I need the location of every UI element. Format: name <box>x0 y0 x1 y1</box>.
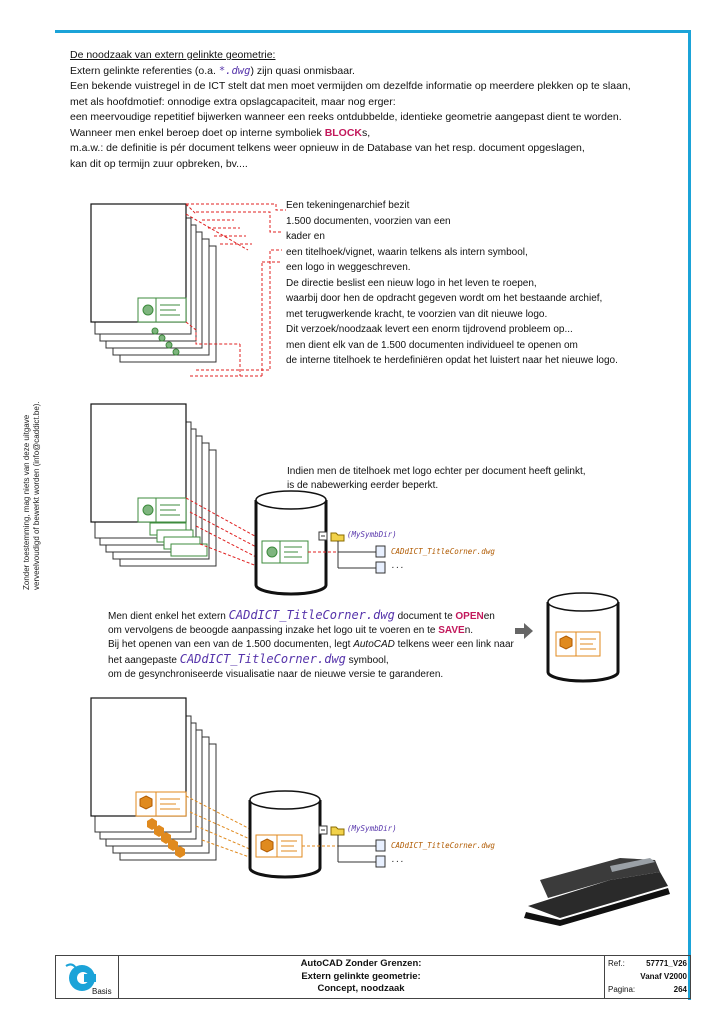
footer-title: AutoCAD Zonder Grenzen: Extern gelinkte … <box>300 958 422 994</box>
sheet-stack-updated <box>90 697 386 879</box>
updated-symbol-cylinder <box>515 592 620 683</box>
section-heading: De noodzaak van extern gelinkte geometri… <box>70 49 276 61</box>
linked-description: Indien men de titelhoek met logo echter … <box>287 466 586 491</box>
page-frame <box>55 30 691 1000</box>
archive-description: Een tekeningenarchief bezit 1.500 docume… <box>286 200 618 366</box>
footer-reference: Ref.:57771_V26 Vanaf V2000 Pagina:264 <box>604 956 690 998</box>
page-footer: Basis AutoCAD Zonder Grenzen: Extern gel… <box>55 955 691 999</box>
folder-tree-icons-2 <box>318 825 386 868</box>
file-tree-1: (MySymbDir) CADdICT_TitleCorner.dwg ... <box>347 530 495 570</box>
sheet-stack-linked <box>90 403 386 596</box>
intro-text: De noodzaak van extern gelinkte geometri… <box>70 48 680 172</box>
file-tree-2: (MySymbDir) CADdICT_TitleCorner.dwg ... <box>347 824 495 864</box>
sheet-stack-internal <box>90 203 286 377</box>
caddict-logo-icon: Basis <box>56 956 119 998</box>
folder-tree-icons <box>318 531 386 574</box>
stapler-image <box>524 858 670 926</box>
update-description: Men dient enkel het extern CADdICT_Title… <box>108 608 514 680</box>
